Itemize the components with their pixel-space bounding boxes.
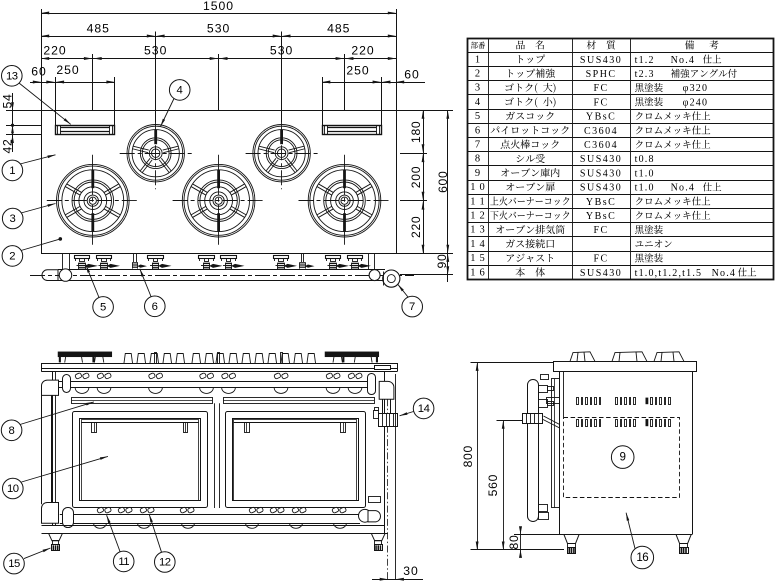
svg-text:220: 220 [43, 44, 66, 58]
svg-text:t0.8: t0.8 [635, 154, 655, 165]
svg-text:C3604: C3604 [584, 126, 618, 137]
svg-text:1500: 1500 [203, 0, 234, 13]
svg-text:t2.3: t2.3 [635, 69, 655, 80]
svg-text:4: 4 [177, 84, 183, 96]
svg-text:13: 13 [6, 70, 18, 82]
svg-text:485: 485 [87, 22, 110, 36]
svg-text:8: 8 [8, 425, 14, 437]
svg-text:16: 16 [636, 551, 648, 564]
svg-text:200: 200 [409, 166, 423, 188]
svg-text:YBsC: YBsC [586, 112, 616, 123]
svg-text:250: 250 [56, 63, 79, 77]
svg-text:7: 7 [409, 301, 415, 313]
svg-text:530: 530 [270, 44, 293, 58]
svg-text:SUS430: SUS430 [580, 183, 622, 194]
svg-text:800: 800 [461, 445, 475, 467]
svg-text:2: 2 [475, 69, 481, 80]
svg-text:600: 600 [436, 170, 450, 192]
svg-text:220: 220 [351, 44, 374, 58]
svg-text:14: 14 [418, 403, 430, 415]
svg-text:530: 530 [207, 22, 230, 36]
svg-text:YBsC: YBsC [586, 197, 616, 208]
svg-text:7: 7 [475, 140, 481, 151]
svg-text:FC: FC [593, 225, 608, 236]
svg-text:1 3: 1 3 [470, 225, 486, 236]
svg-text:SUS430: SUS430 [580, 168, 622, 179]
svg-text:9: 9 [475, 168, 481, 179]
svg-text:t1.0,t1.2,t1.5: t1.0,t1.2,t1.5 [635, 268, 703, 279]
svg-text:No.4: No.4 [712, 268, 737, 279]
svg-text:1 2: 1 2 [470, 211, 486, 222]
svg-text:1 0: 1 0 [470, 182, 486, 193]
svg-text:t1.0: t1.0 [635, 168, 655, 179]
svg-text:60: 60 [404, 68, 420, 82]
svg-text:t1.2: t1.2 [635, 55, 655, 66]
svg-text:5: 5 [100, 301, 106, 313]
svg-text:3: 3 [10, 213, 16, 225]
svg-text:54: 54 [1, 94, 15, 109]
svg-text:SPHC: SPHC [586, 69, 617, 80]
svg-text:80: 80 [507, 535, 521, 550]
svg-text:SUS430: SUS430 [580, 55, 622, 66]
svg-text:4: 4 [475, 97, 481, 108]
svg-text:C3604: C3604 [584, 140, 618, 151]
svg-text:FC: FC [593, 83, 608, 94]
svg-text:6: 6 [475, 125, 481, 136]
svg-text:No.4: No.4 [671, 55, 696, 66]
svg-text:560: 560 [486, 474, 500, 496]
svg-text:φ320: φ320 [683, 83, 709, 94]
svg-text:30: 30 [403, 564, 419, 578]
svg-text:530: 530 [144, 44, 167, 58]
svg-text:FC: FC [593, 97, 608, 108]
svg-text:8: 8 [475, 154, 481, 165]
svg-text:1 5: 1 5 [470, 253, 486, 264]
svg-text:FC: FC [593, 254, 608, 265]
svg-text:1 1: 1 1 [470, 196, 486, 207]
svg-text:220: 220 [409, 216, 423, 238]
svg-text:180: 180 [409, 121, 423, 143]
svg-text:1: 1 [9, 165, 15, 177]
svg-text:42: 42 [1, 139, 15, 154]
svg-text:SUS430: SUS430 [580, 154, 622, 165]
svg-text:3: 3 [475, 83, 481, 94]
svg-text:6: 6 [152, 301, 158, 313]
svg-text:t1.0: t1.0 [635, 183, 655, 194]
svg-text:YBsC: YBsC [586, 211, 616, 222]
svg-text:1 6: 1 6 [470, 267, 486, 278]
svg-text:No.4: No.4 [671, 183, 696, 194]
svg-text:5: 5 [475, 111, 481, 122]
svg-text:15: 15 [8, 558, 20, 570]
svg-text:485: 485 [327, 22, 350, 36]
svg-text:10: 10 [7, 483, 19, 495]
svg-text:12: 12 [159, 557, 171, 569]
svg-text:SUS430: SUS430 [580, 268, 622, 279]
svg-text:11: 11 [118, 556, 129, 568]
svg-text:60: 60 [31, 65, 47, 79]
svg-text:90: 90 [435, 254, 449, 269]
svg-text:2: 2 [9, 250, 15, 262]
svg-text:1 4: 1 4 [470, 239, 486, 250]
svg-text:9: 9 [619, 451, 625, 464]
svg-text:1: 1 [475, 54, 481, 65]
svg-text:φ240: φ240 [683, 97, 709, 108]
svg-text:250: 250 [346, 64, 369, 78]
